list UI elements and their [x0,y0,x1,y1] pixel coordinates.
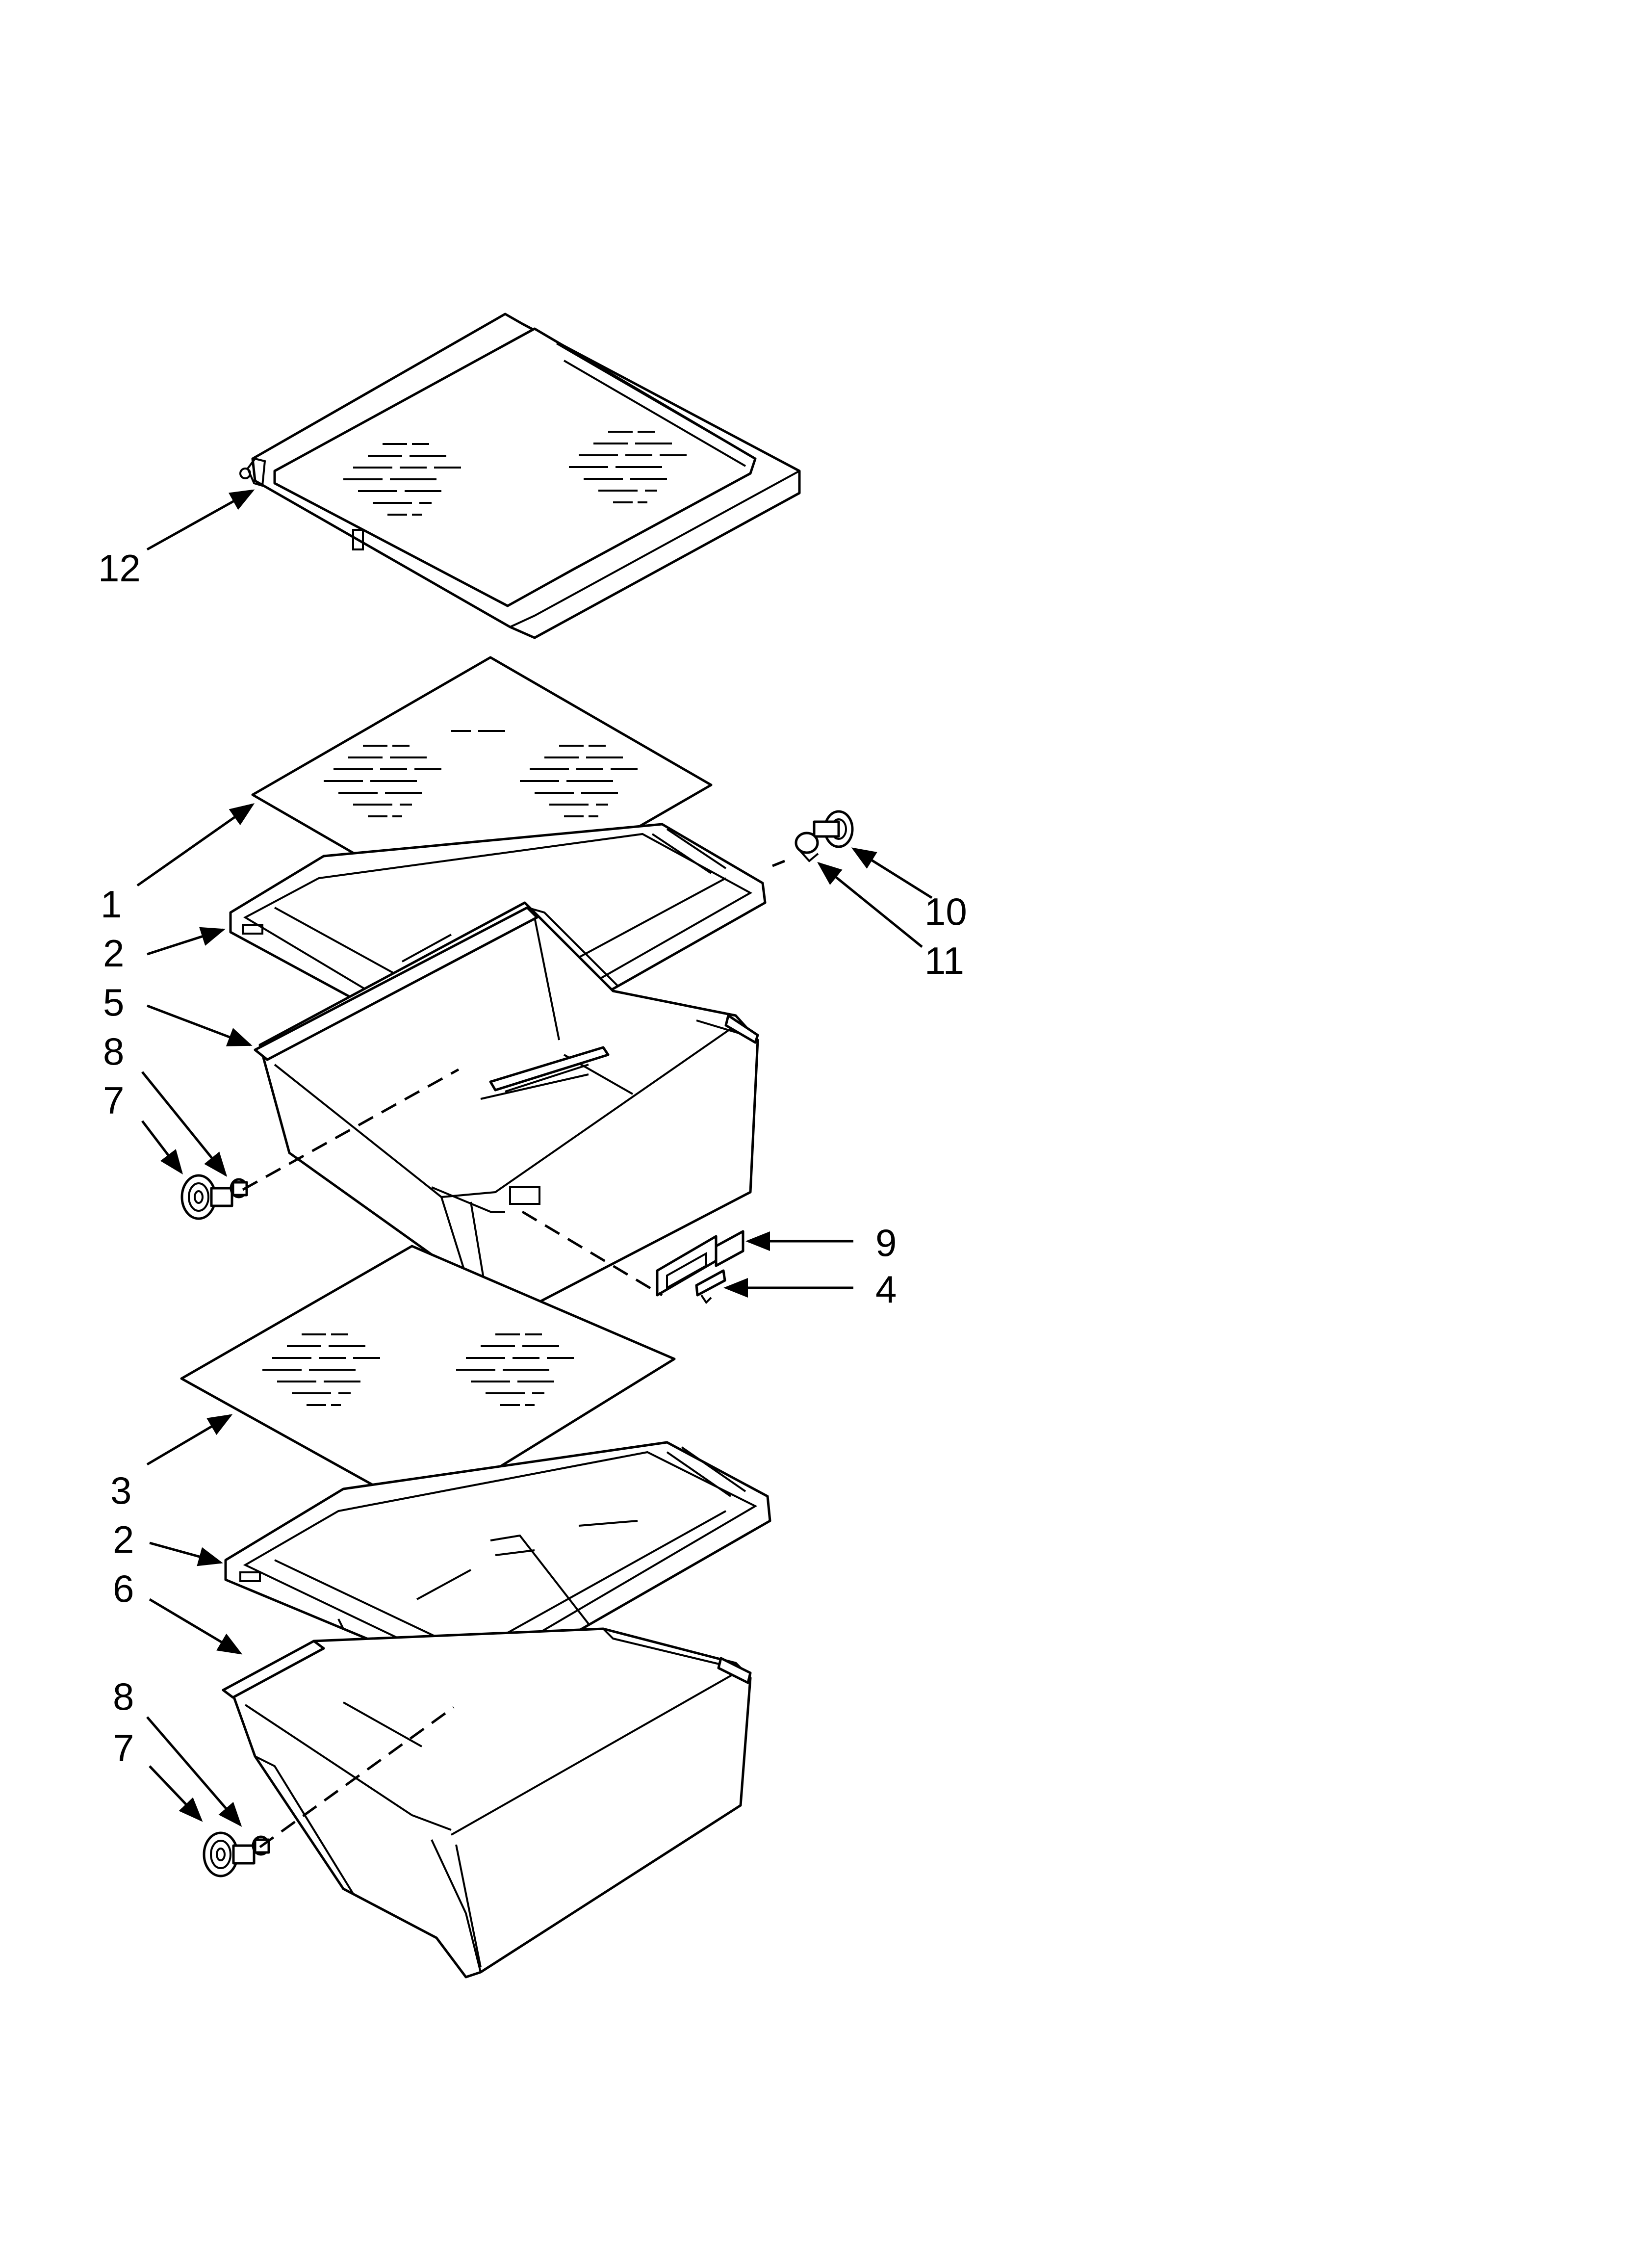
callout-5: 5 [103,981,124,1024]
callout-8-lower: 8 [113,1675,134,1718]
upper-crisper-drawer [254,901,759,1326]
callout-3: 3 [110,1469,131,1512]
lower-glass-shelf [180,1245,676,1515]
callout-6: 6 [113,1567,134,1610]
callout-9: 9 [875,1221,897,1264]
callout-12: 12 [98,547,141,590]
callout-7-lower: 7 [113,1726,134,1770]
alignment-lines [242,860,785,1849]
humidity-control-slide [656,1230,744,1304]
callout-2-upper: 2 [103,932,124,975]
callout-8-upper: 8 [103,1030,124,1073]
callout-4: 4 [875,1268,897,1311]
callout-11: 11 [924,939,964,982]
top-shelf-frame [239,313,801,639]
leader-arrows [136,489,933,1827]
slide-wheel-and-screw [795,810,854,862]
callout-1: 1 [101,883,122,926]
lower-drawer-wheel [204,1833,269,1876]
lower-crisper-drawer [222,1627,752,1979]
callout-2-lower: 2 [113,1518,134,1561]
callout-10: 10 [924,890,967,933]
callout-7-upper: 7 [103,1079,124,1122]
upper-drawer-wheel [182,1175,247,1219]
callout-labels: 12 1 2 5 8 7 10 11 9 4 3 2 6 8 7 [98,547,967,1770]
